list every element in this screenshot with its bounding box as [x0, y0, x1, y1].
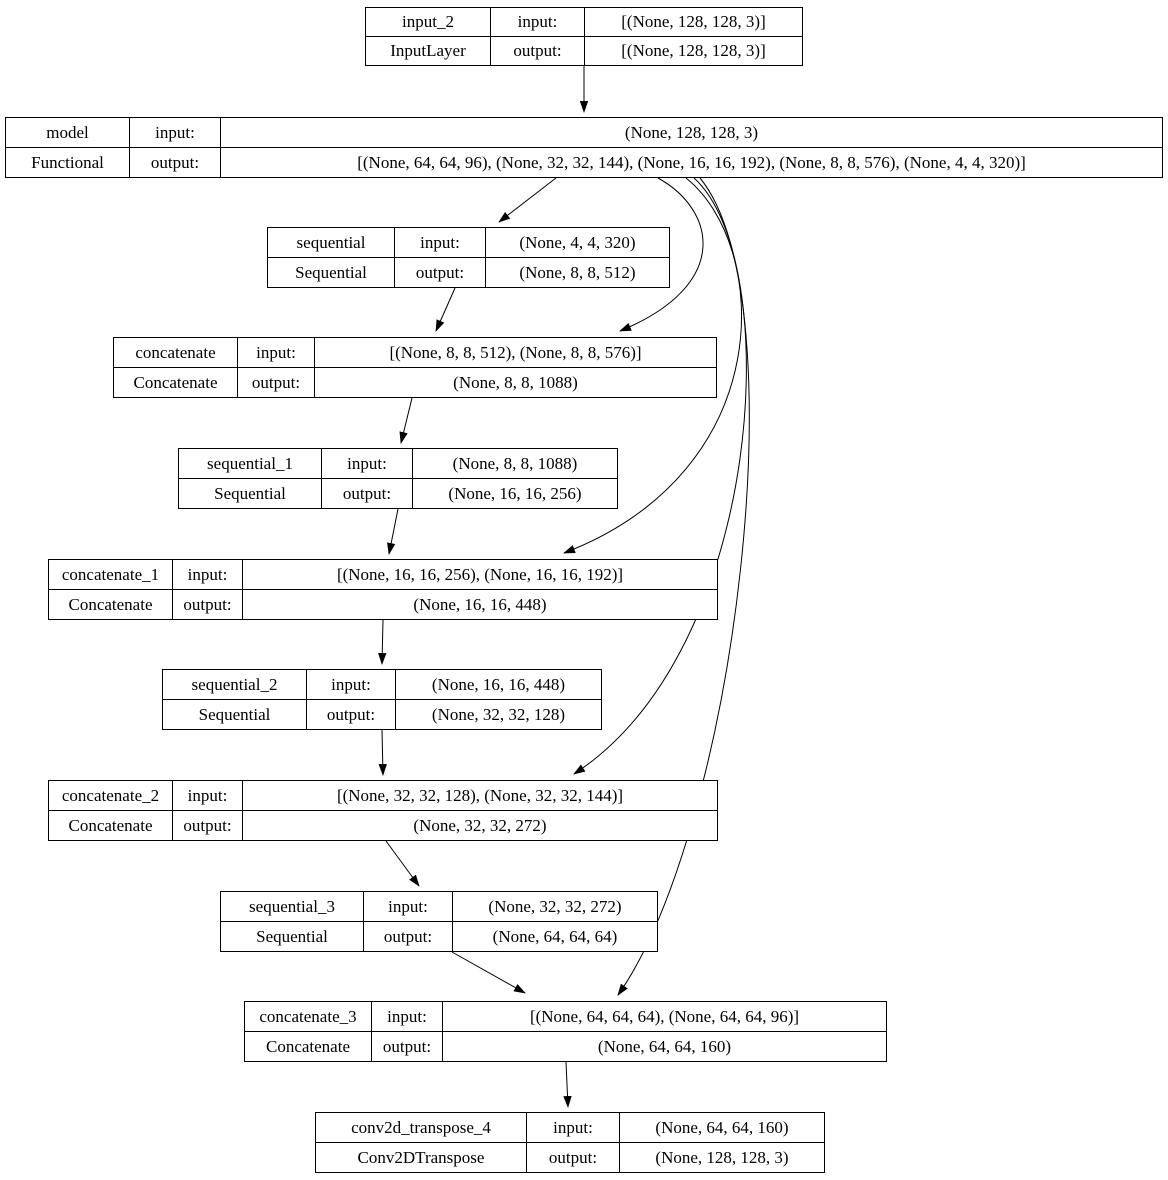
layer-name: sequential_3	[221, 892, 363, 921]
layer-node-sequential_2: sequential_2 input: (None, 16, 16, 448) …	[162, 669, 602, 730]
edge-model-to-sequential	[498, 177, 557, 223]
input-shape: [(None, 16, 16, 256), (None, 16, 16, 192…	[243, 560, 717, 589]
input-label: input:	[395, 228, 485, 257]
output-shape: [(None, 64, 64, 96), (None, 32, 32, 144)…	[221, 148, 1162, 177]
input-label: input:	[173, 560, 242, 589]
output-shape: [(None, 128, 128, 3)]	[585, 37, 802, 65]
layer-name: sequential	[268, 228, 394, 257]
input-shape: [(None, 128, 128, 3)]	[585, 8, 802, 36]
edge-model-to-concatenate	[619, 177, 704, 332]
output-label: output:	[372, 1032, 442, 1061]
output-label: output:	[238, 368, 314, 397]
layer-type: Conv2DTranspose	[316, 1143, 526, 1172]
input-shape: (None, 32, 32, 272)	[453, 892, 657, 921]
edge-concatenate-to-sequential_1	[399, 397, 413, 444]
output-label: output:	[307, 700, 395, 729]
input-label: input:	[322, 449, 412, 478]
layer-type: Sequential	[221, 922, 363, 951]
input-shape: [(None, 64, 64, 64), (None, 64, 64, 96)]	[443, 1002, 886, 1031]
edge-model-to-concatenate_2	[573, 177, 747, 775]
edge-concatenate_1-to-sequential_2	[378, 619, 387, 665]
layer-name: model	[6, 118, 129, 147]
layer-name: concatenate	[114, 338, 237, 367]
edge-concatenate_3-to-conv2d_transpose_4	[563, 1061, 572, 1108]
output-label: output:	[527, 1143, 619, 1172]
output-label: output:	[322, 479, 412, 508]
layer-type: Concatenate	[49, 811, 172, 840]
input-shape: [(None, 8, 8, 512), (None, 8, 8, 576)]	[315, 338, 716, 367]
output-shape: (None, 128, 128, 3)	[620, 1143, 824, 1172]
input-label: input:	[173, 781, 242, 810]
input-label: input:	[491, 8, 584, 36]
input-label: input:	[364, 892, 452, 921]
output-shape: (None, 8, 8, 512)	[486, 258, 669, 287]
output-label: output:	[173, 811, 242, 840]
layer-name: input_2	[366, 8, 490, 36]
output-shape: (None, 32, 32, 128)	[396, 700, 601, 729]
input-shape: (None, 64, 64, 160)	[620, 1113, 824, 1142]
output-label: output:	[491, 37, 584, 65]
output-shape: (None, 32, 32, 272)	[243, 811, 717, 840]
input-label: input:	[307, 670, 395, 699]
layer-name: concatenate_2	[49, 781, 172, 810]
edge-sequential-to-concatenate	[435, 287, 456, 332]
layer-type: Sequential	[179, 479, 321, 508]
layer-node-sequential: sequential input: (None, 4, 4, 320) Sequ…	[267, 227, 670, 288]
layer-node-concatenate_3: concatenate_3 input: [(None, 64, 64, 64)…	[244, 1001, 887, 1062]
edge-sequential_2-to-concatenate_2	[378, 729, 387, 776]
output-label: output:	[364, 922, 452, 951]
input-shape: (None, 4, 4, 320)	[486, 228, 669, 257]
output-shape: (None, 16, 16, 448)	[243, 590, 717, 619]
layer-name: concatenate_3	[245, 1002, 371, 1031]
output-shape: (None, 8, 8, 1088)	[315, 368, 716, 397]
layer-node-model: model input: (None, 128, 128, 3) Functio…	[5, 117, 1163, 178]
output-label: output:	[173, 590, 242, 619]
edge-concatenate_2-to-sequential_3	[385, 840, 420, 887]
layer-type: Functional	[6, 148, 129, 177]
layer-node-conv2d_transpose_4: conv2d_transpose_4 input: (None, 64, 64,…	[315, 1112, 825, 1173]
layer-node-sequential_3: sequential_3 input: (None, 32, 32, 272) …	[220, 891, 658, 952]
edge-sequential_1-to-concatenate_1	[387, 508, 399, 555]
layer-type: Sequential	[268, 258, 394, 287]
input-shape: (None, 128, 128, 3)	[221, 118, 1162, 147]
layer-type: Sequential	[163, 700, 306, 729]
input-shape: (None, 8, 8, 1088)	[413, 449, 617, 478]
output-shape: (None, 16, 16, 256)	[413, 479, 617, 508]
layer-type: Concatenate	[49, 590, 172, 619]
layer-node-input_2: input_2 input: [(None, 128, 128, 3)] Inp…	[365, 7, 803, 66]
input-shape: [(None, 32, 32, 128), (None, 32, 32, 144…	[243, 781, 717, 810]
layer-name: concatenate_1	[49, 560, 172, 589]
input-label: input:	[130, 118, 220, 147]
input-label: input:	[527, 1113, 619, 1142]
edge-model-to-concatenate_3	[617, 177, 750, 996]
layer-type: InputLayer	[366, 37, 490, 65]
layer-node-concatenate: concatenate input: [(None, 8, 8, 512), (…	[113, 337, 717, 398]
output-shape: (None, 64, 64, 160)	[443, 1032, 886, 1061]
layer-type: Concatenate	[114, 368, 237, 397]
output-shape: (None, 64, 64, 64)	[453, 922, 657, 951]
input-label: input:	[372, 1002, 442, 1031]
layer-node-sequential_1: sequential_1 input: (None, 8, 8, 1088) S…	[178, 448, 618, 509]
layer-type: Concatenate	[245, 1032, 371, 1061]
input-label: input:	[238, 338, 314, 367]
layer-name: sequential_1	[179, 449, 321, 478]
layer-node-concatenate_1: concatenate_1 input: [(None, 16, 16, 256…	[48, 559, 718, 620]
layer-name: sequential_2	[163, 670, 306, 699]
edge-model-to-concatenate_1	[563, 177, 742, 554]
output-label: output:	[395, 258, 485, 287]
layer-node-concatenate_2: concatenate_2 input: [(None, 32, 32, 128…	[48, 780, 718, 841]
edge-sequential_3-to-concatenate_3	[451, 951, 526, 994]
layer-name: conv2d_transpose_4	[316, 1113, 526, 1142]
output-label: output:	[130, 148, 220, 177]
input-shape: (None, 16, 16, 448)	[396, 670, 601, 699]
